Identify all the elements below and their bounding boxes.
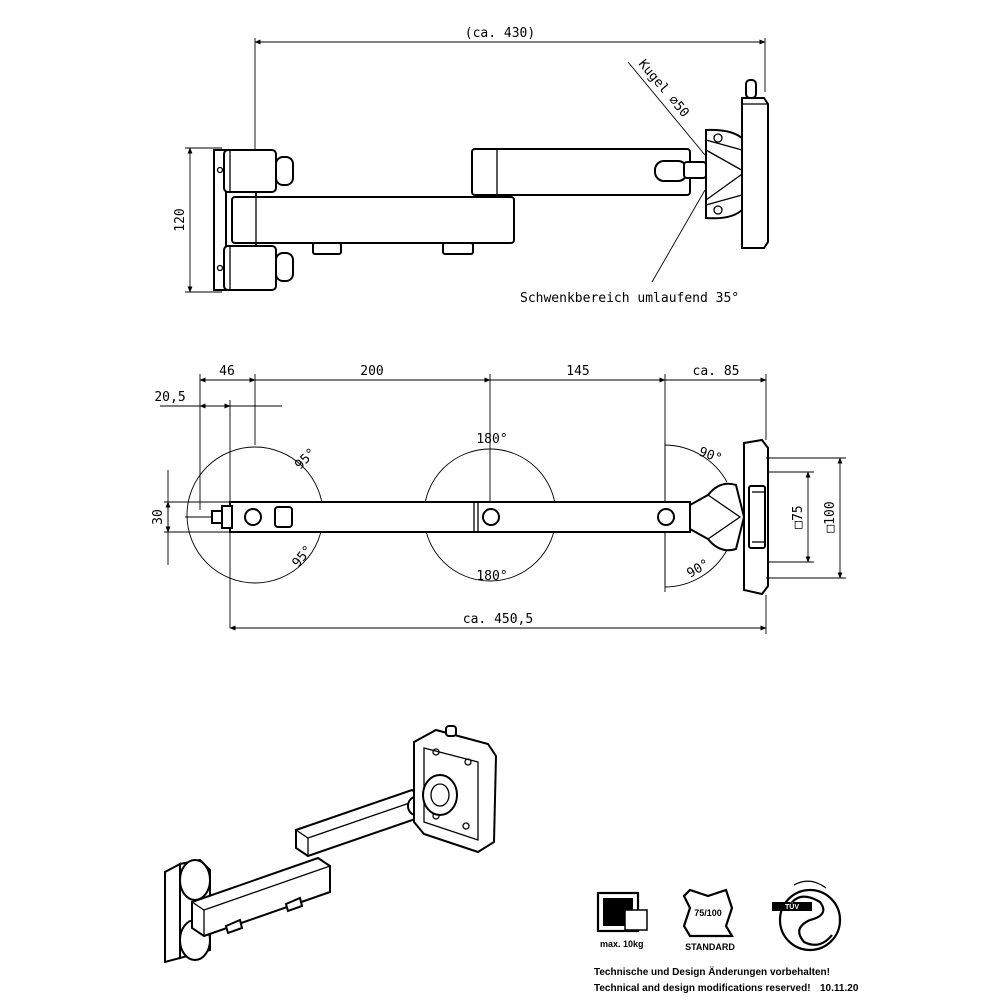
angle-95-bottom: 95° xyxy=(290,543,317,571)
angle-180-bottom: 180° xyxy=(476,569,507,584)
dimension-30: 30 xyxy=(151,509,166,525)
ball-diameter-label: Kugel ⌀50 xyxy=(635,57,692,121)
total-width-label: ca. 450,5 xyxy=(463,612,533,627)
note-date: 10.11.20 xyxy=(820,983,859,994)
dimension-145: 145 xyxy=(566,364,589,379)
badges: max. 10kg 75/100 STANDARD TÜV xyxy=(596,880,842,952)
ring-label: TÜV xyxy=(785,902,799,911)
standard-label: STANDARD xyxy=(685,942,735,952)
vesa-100-label: □100 xyxy=(823,501,838,532)
vesa-75-label: □75 xyxy=(791,505,806,528)
front-view: 46 200 145 ca. 85 20,5 30 95° 95° 180° 1… xyxy=(151,364,846,634)
note-german: Technische und Design Änderungen vorbeha… xyxy=(594,965,830,978)
swivel-range-label: Schwenkbereich umlaufend 35° xyxy=(520,291,739,306)
vesa-label: 75/100 xyxy=(694,908,722,918)
width-dimension-label: (ca. 430) xyxy=(465,26,535,41)
dimension-46: 46 xyxy=(219,364,235,379)
height-dimension-label: 120 xyxy=(173,208,188,231)
angle-180-top: 180° xyxy=(476,432,507,447)
angle-90-bottom: 90° xyxy=(685,557,713,582)
certification-badge: TÜV xyxy=(772,880,842,952)
weight-badge: max. 10kg xyxy=(596,891,648,949)
angle-90-top: 90° xyxy=(697,445,724,467)
dimension-200: 200 xyxy=(360,364,383,379)
note-english: Technical and design modifications reser… xyxy=(594,983,811,994)
vesa-badge: 75/100 STANDARD xyxy=(682,888,735,952)
dimension-20-5: 20,5 xyxy=(154,390,185,405)
angle-95-top: 95° xyxy=(292,446,319,473)
isometric-view xyxy=(164,725,498,964)
top-view: (ca. 430) 120 xyxy=(173,26,769,306)
dimension-85: ca. 85 xyxy=(693,364,740,379)
weight-label: max. 10kg xyxy=(600,939,644,949)
